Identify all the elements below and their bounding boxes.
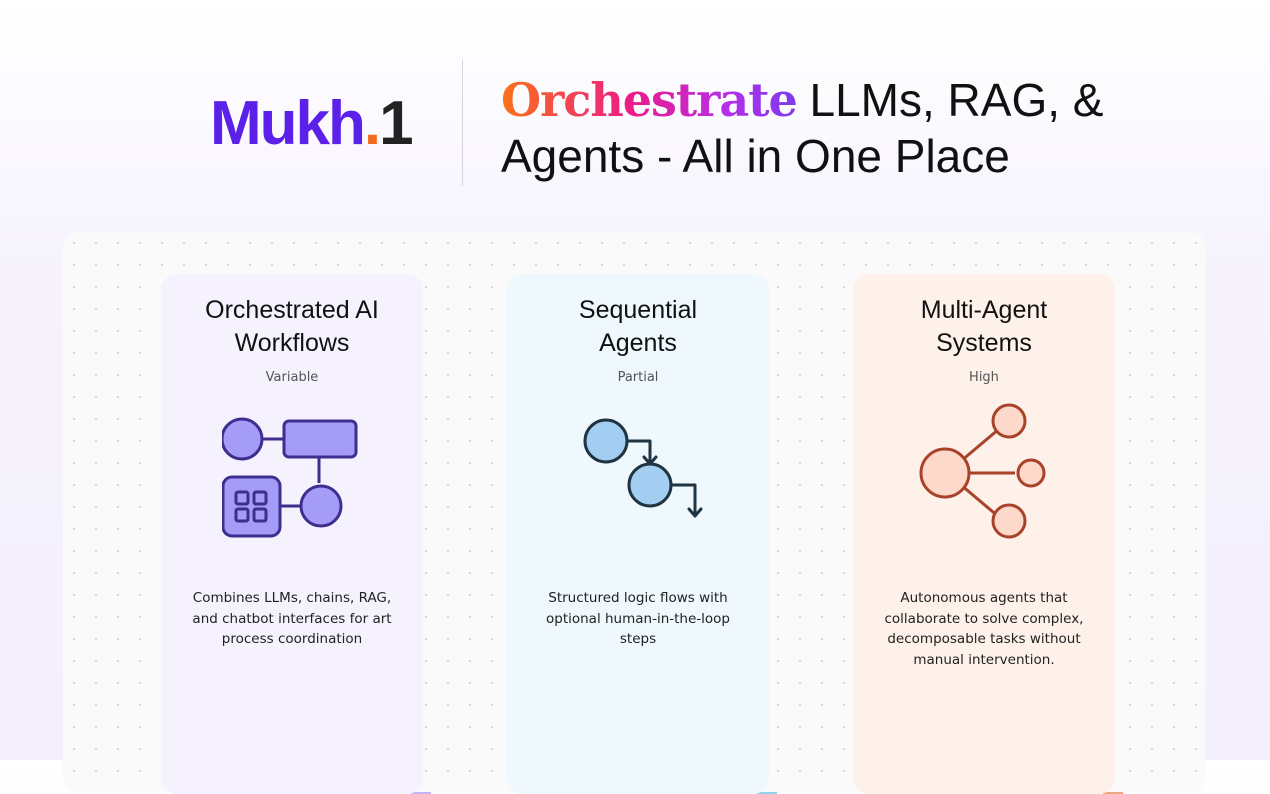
card-description: Structured logic flows with optional hum… [545,590,730,647]
header-divider [462,60,463,186]
card-multi-agent-systems: Multi-Agent Systems High Autonomous agen… [853,274,1123,794]
card-tag: High [969,370,999,385]
headline-line2: Agents - All in One Place [501,130,1010,182]
workflow-icon [222,417,358,538]
headline: Orchestrate LLMs, RAG, &Agents - All in … [501,72,1103,184]
card-sequential-agents: Sequential Agents Partial Structured log… [507,274,777,794]
card-orchestrated-workflows: Orchestrated AI Workflows Variable Combi… [161,274,431,794]
sequential-flow-icon [583,418,703,518]
card-description: Autonomous agents that collaborate to so… [884,590,1084,668]
headline-rest: LLMs, RAG, & [796,74,1104,126]
logo-one: 1 [379,89,414,158]
multi-agent-network-icon [919,403,1046,539]
card-tag: Partial [617,370,659,385]
card-title: Orchestrated AI Workflows [205,296,379,357]
logo-dot: . [363,89,381,158]
card-description: Combines LLMs, chains, RAG, and chatbot … [192,590,392,647]
card-title: Sequential Agents [578,296,698,357]
card-title: Multi-Agent Systems [920,296,1048,357]
mukh1-logo: Mukh.1 [210,88,414,159]
headline-highlight: Orchestrate [501,73,798,127]
logo-text: Mukh [210,89,366,158]
card-tag: Variable [265,370,319,385]
